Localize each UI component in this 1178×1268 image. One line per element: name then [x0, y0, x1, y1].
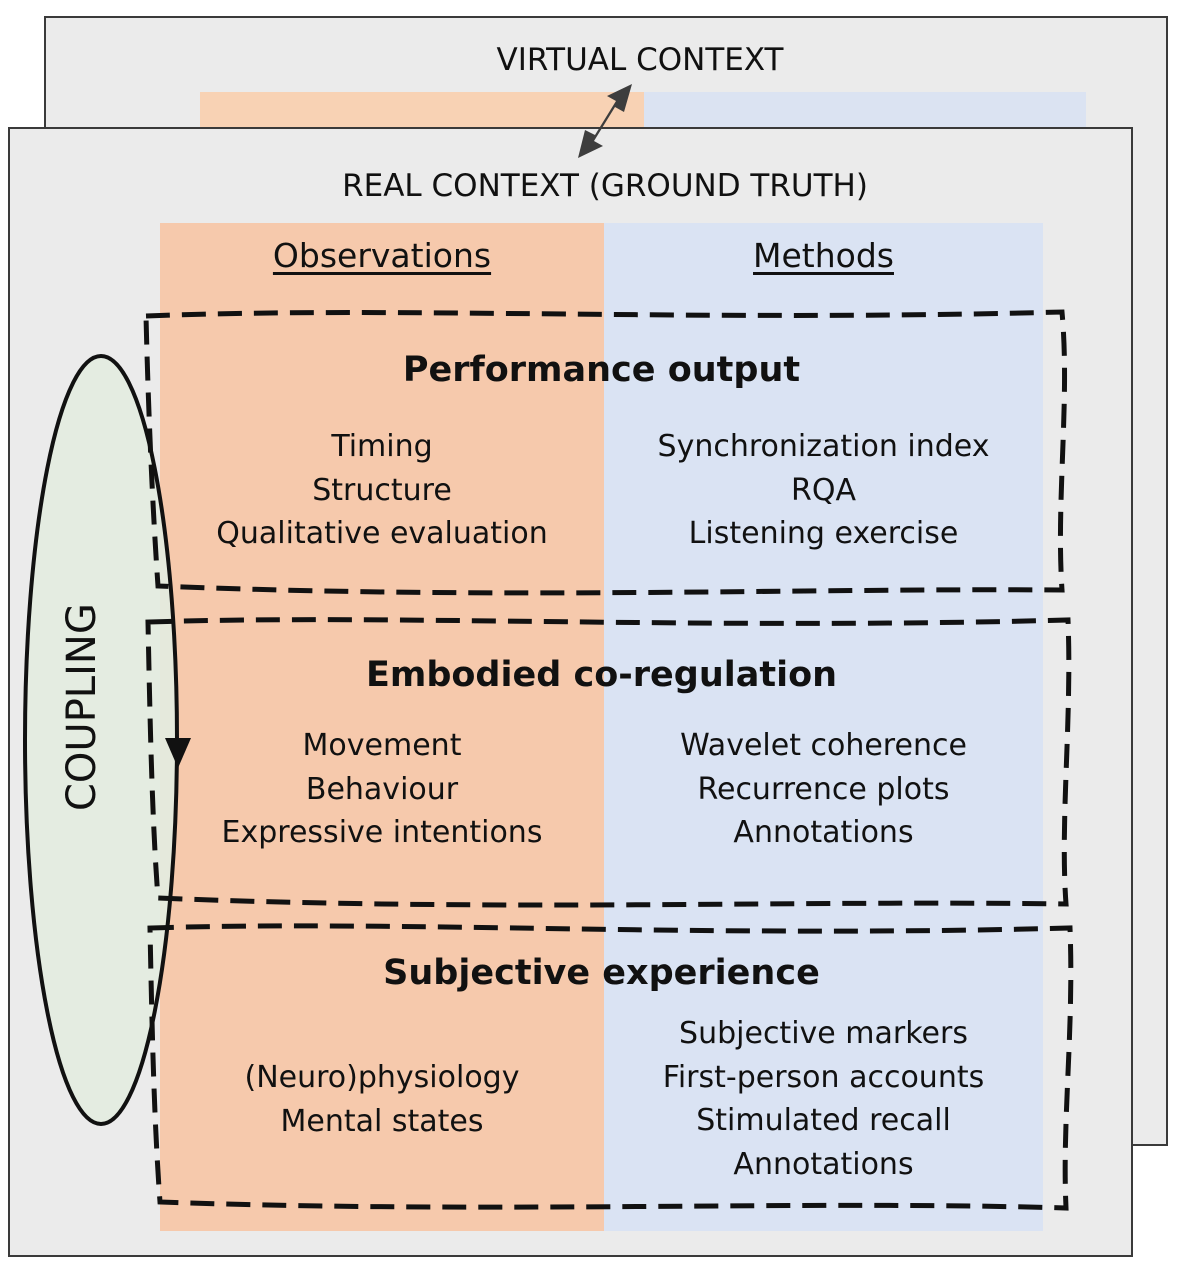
methods-heading: Methods: [753, 236, 894, 275]
list-item: Movement: [302, 728, 462, 763]
list-item: Listening exercise: [688, 516, 959, 551]
performance-observations-list: Timing Structure Qualitative evaluation: [160, 425, 604, 556]
list-item: Behaviour: [305, 771, 459, 807]
list-item: Annotations: [733, 1146, 914, 1182]
list-item: Stimulated recall: [696, 1103, 951, 1138]
observations-column: [160, 223, 604, 1231]
list-item: RQA: [791, 472, 856, 508]
list-item: Recurrence plots: [697, 771, 950, 807]
list-item: Timing: [331, 429, 433, 464]
observations-heading: Observations: [272, 236, 492, 275]
list-item: Qualitative evaluation: [216, 516, 548, 551]
embodied-methods-list: Wavelet coherence Recurrence plots Annot…: [604, 724, 1043, 855]
virtual-methods-strip: [644, 92, 1086, 128]
virtual-observations-strip: [200, 92, 644, 128]
subjective-experience-title: Subjective experience: [383, 953, 820, 993]
subjective-methods-list: Subjective markers First-person accounts…: [604, 1012, 1043, 1186]
performance-methods-list: Synchronization index RQA Listening exer…: [604, 425, 1043, 556]
performance-output-title: Performance output: [402, 350, 801, 390]
real-context-title: REAL CONTEXT (GROUND TRUTH): [342, 168, 868, 204]
list-item: Subjective markers: [679, 1016, 968, 1051]
list-item: Annotations: [733, 815, 914, 850]
list-item: Wavelet coherence: [680, 728, 967, 763]
list-item: Mental states: [280, 1103, 484, 1139]
methods-column: [604, 223, 1043, 1231]
embodied-coregulation-box: [145, 617, 1072, 908]
list-item: (Neuro)physiology: [244, 1060, 520, 1095]
context-link-arrow-icon: [578, 84, 632, 158]
coupling-label: COUPLING: [59, 603, 105, 811]
list-item: Expressive intentions: [221, 815, 543, 850]
subjective-observations-list: (Neuro)physiology Mental states: [160, 1056, 604, 1143]
list-item: Synchronization index: [657, 429, 990, 464]
subjective-experience-box: [147, 923, 1074, 1211]
embodied-coregulation-title: Embodied co-regulation: [365, 655, 838, 695]
list-item: Structure: [312, 472, 452, 508]
embodied-observations-list: Movement Behaviour Expressive intentions: [160, 724, 604, 855]
performance-output-box: [143, 309, 1068, 596]
virtual-context-title: VIRTUAL CONTEXT: [496, 42, 784, 78]
coupling-arrow-icon: [165, 738, 191, 768]
list-item: First-person accounts: [662, 1059, 985, 1095]
